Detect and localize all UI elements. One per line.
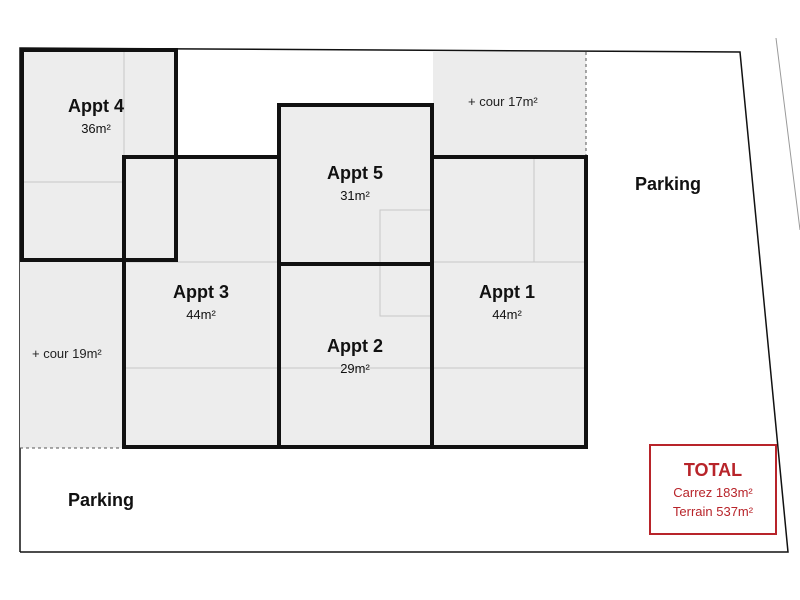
appt-4-name: Appt 4 <box>68 96 124 116</box>
appt-1-area: 44m² <box>492 307 522 322</box>
appt-5-fill <box>279 105 432 264</box>
parking-label-bottom: Parking <box>68 490 135 510</box>
appt-5-name: Appt 5 <box>327 163 383 183</box>
appt-1-fill <box>432 157 586 447</box>
total-summary-box: TOTAL Carrez 183m² Terrain 537m² <box>649 444 777 535</box>
appt-2-fill <box>279 264 432 447</box>
appt-3-label: Appt 3 44m² <box>151 282 251 322</box>
appt-4-label: Appt 4 36m² <box>46 96 146 136</box>
appt-4-area: 36m² <box>81 121 111 136</box>
courtyard-2-label: + cour 19m² <box>32 346 102 361</box>
courtyard-1-area <box>433 52 586 156</box>
total-title: TOTAL <box>683 460 743 480</box>
appt-2-area: 29m² <box>340 361 370 376</box>
appt-3-area: 44m² <box>186 307 216 322</box>
total-carrez: Carrez 183m² <box>673 485 753 500</box>
apartment-outlines <box>20 48 588 449</box>
appt-5-label: Appt 5 31m² <box>305 163 405 203</box>
appt-3-name: Appt 3 <box>173 282 229 302</box>
appt-2-name: Appt 2 <box>327 336 383 356</box>
appt-1-label: Appt 1 44m² <box>457 282 557 322</box>
parking-label-right: Parking <box>635 174 702 194</box>
appt-3-fill <box>124 157 278 447</box>
courtyard-1-label: + cour 17m² <box>468 94 538 109</box>
courtyard-2-area <box>20 260 124 448</box>
appt-1-name: Appt 1 <box>479 282 535 302</box>
total-terrain: Terrain 537m² <box>672 504 754 519</box>
appt-2-label: Appt 2 29m² <box>305 336 405 376</box>
lot-edge-line <box>775 37 800 231</box>
appt-1-outline <box>430 155 588 449</box>
appt-5-area: 31m² <box>340 188 370 203</box>
